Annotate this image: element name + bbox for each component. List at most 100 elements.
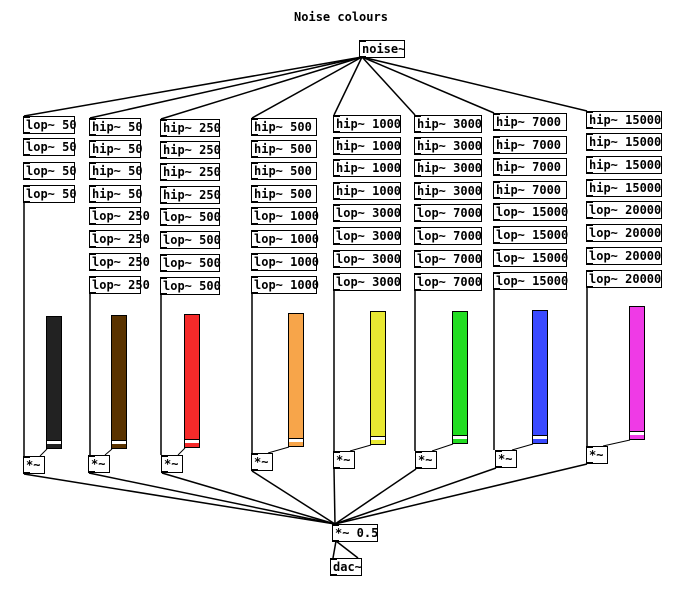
patch-cord[interactable] <box>267 446 290 454</box>
filter-object[interactable]: hip~ 250 <box>160 119 221 137</box>
filter-object[interactable]: lop~ 500 <box>160 277 221 295</box>
volume-slider[interactable] <box>532 310 548 444</box>
filter-object[interactable]: lop~ 500 <box>160 208 221 226</box>
filter-object[interactable]: lop~ 7000 <box>414 250 482 268</box>
filter-object[interactable]: hip~ 1000 <box>333 137 401 155</box>
filter-object[interactable]: lop~ 1000 <box>251 276 319 294</box>
patch-cord[interactable] <box>23 56 363 117</box>
filter-object[interactable]: lop~ 50 <box>23 162 77 180</box>
filter-object[interactable]: hip~ 1000 <box>333 182 401 200</box>
patch-cord[interactable] <box>23 473 336 525</box>
volume-slider[interactable] <box>184 314 200 448</box>
filter-object[interactable]: hip~ 500 <box>251 162 317 180</box>
multiply-object[interactable]: *~ <box>586 446 608 464</box>
slider-knob[interactable] <box>630 431 644 435</box>
filter-object[interactable]: hip~ 7000 <box>493 113 567 131</box>
filter-object[interactable]: hip~ 250 <box>160 163 221 181</box>
patch-cord[interactable] <box>602 439 631 447</box>
filter-object[interactable]: lop~ 15000 <box>493 272 568 290</box>
filter-object[interactable]: hip~ 7000 <box>493 136 567 154</box>
volume-slider[interactable] <box>370 311 386 445</box>
filter-object[interactable]: hip~ 500 <box>251 185 317 203</box>
filter-object[interactable]: hip~ 15000 <box>586 179 662 197</box>
patch-cord[interactable] <box>361 56 495 114</box>
slider-knob[interactable] <box>453 435 467 439</box>
filter-object[interactable]: hip~ 250 <box>160 141 221 159</box>
patch-cord[interactable] <box>431 443 454 452</box>
patch-cord[interactable] <box>39 448 48 457</box>
filter-object[interactable]: lop~ 1000 <box>251 230 319 248</box>
output-multiply-object[interactable]: *~ 0.5 <box>332 524 378 542</box>
filter-object[interactable]: hip~ 15000 <box>586 111 662 129</box>
filter-object[interactable]: lop~ 50 <box>23 138 77 156</box>
filter-object[interactable]: lop~ 7000 <box>414 273 482 291</box>
filter-object[interactable]: lop~ 1000 <box>251 207 319 225</box>
filter-object[interactable]: lop~ 7000 <box>414 227 482 245</box>
filter-object[interactable]: lop~ 3000 <box>333 250 401 268</box>
slider-knob[interactable] <box>371 436 385 440</box>
filter-object[interactable]: lop~ 20000 <box>586 224 662 242</box>
patch-cord[interactable] <box>177 447 186 456</box>
filter-object[interactable]: lop~ 20000 <box>586 247 662 265</box>
filter-object[interactable]: lop~ 500 <box>160 231 221 249</box>
patch-cord[interactable] <box>349 444 372 452</box>
patch-cord[interactable] <box>161 472 336 525</box>
multiply-object[interactable]: *~ <box>333 451 355 469</box>
multiply-object[interactable]: *~ <box>495 450 517 468</box>
filter-object[interactable]: hip~ 50 <box>89 118 143 136</box>
filter-object[interactable]: hip~ 15000 <box>586 133 662 151</box>
filter-object[interactable]: lop~ 500 <box>160 254 221 272</box>
filter-object[interactable]: lop~ 3000 <box>333 273 401 291</box>
multiply-object[interactable]: *~ <box>23 456 45 474</box>
volume-slider[interactable] <box>111 315 127 449</box>
patch-cord[interactable] <box>333 468 336 525</box>
slider-knob[interactable] <box>47 440 61 444</box>
filter-object[interactable]: hip~ 50 <box>89 185 143 203</box>
noise-object[interactable]: noise~ <box>359 40 405 58</box>
volume-slider[interactable] <box>452 311 468 444</box>
multiply-object[interactable]: *~ <box>251 453 273 471</box>
filter-object[interactable]: lop~ 3000 <box>333 204 401 222</box>
volume-slider[interactable] <box>46 316 62 449</box>
dac-object[interactable]: dac~ <box>330 558 362 576</box>
filter-object[interactable]: hip~ 50 <box>89 140 143 158</box>
filter-object[interactable]: lop~ 20000 <box>586 201 662 219</box>
patch-cord[interactable] <box>334 467 497 525</box>
filter-object[interactable]: lop~ 250 <box>89 276 150 294</box>
volume-slider[interactable] <box>629 306 645 440</box>
multiply-object[interactable]: *~ <box>161 455 183 473</box>
multiply-object[interactable]: *~ <box>415 451 437 469</box>
filter-object[interactable]: hip~ 7000 <box>493 158 567 176</box>
patch-cord[interactable] <box>333 56 363 116</box>
filter-object[interactable]: hip~ 500 <box>251 140 317 158</box>
slider-knob[interactable] <box>289 438 303 442</box>
filter-object[interactable]: hip~ 3000 <box>414 182 482 200</box>
patch-cord[interactable] <box>89 56 363 119</box>
filter-object[interactable]: hip~ 15000 <box>586 156 662 174</box>
filter-object[interactable]: hip~ 250 <box>160 186 221 204</box>
filter-object[interactable]: lop~ 20000 <box>586 270 662 288</box>
patch-cord[interactable] <box>332 540 337 559</box>
patch-cord[interactable] <box>251 470 336 525</box>
multiply-object[interactable]: *~ <box>88 455 110 473</box>
filter-object[interactable]: lop~ 1000 <box>251 253 319 271</box>
filter-object[interactable]: lop~ 15000 <box>493 226 568 244</box>
patch-cord[interactable] <box>361 56 588 112</box>
patch-cord[interactable] <box>334 468 417 525</box>
filter-object[interactable]: hip~ 7000 <box>493 181 567 199</box>
filter-object[interactable]: lop~ 250 <box>89 207 150 225</box>
filter-object[interactable]: hip~ 3000 <box>414 159 482 177</box>
filter-object[interactable]: lop~ 15000 <box>493 203 568 221</box>
slider-knob[interactable] <box>185 439 199 443</box>
filter-object[interactable]: hip~ 500 <box>251 118 317 136</box>
filter-object[interactable]: lop~ 7000 <box>414 204 482 222</box>
filter-object[interactable]: lop~ 50 <box>23 116 77 134</box>
filter-object[interactable]: hip~ 1000 <box>333 115 401 133</box>
patch-cord[interactable] <box>334 463 588 525</box>
volume-slider[interactable] <box>288 313 304 447</box>
patch-cord[interactable] <box>104 448 113 456</box>
filter-object[interactable]: hip~ 50 <box>89 162 143 180</box>
filter-object[interactable]: lop~ 250 <box>89 253 150 271</box>
patch-cord[interactable] <box>88 472 336 525</box>
filter-object[interactable]: lop~ 15000 <box>493 249 568 267</box>
